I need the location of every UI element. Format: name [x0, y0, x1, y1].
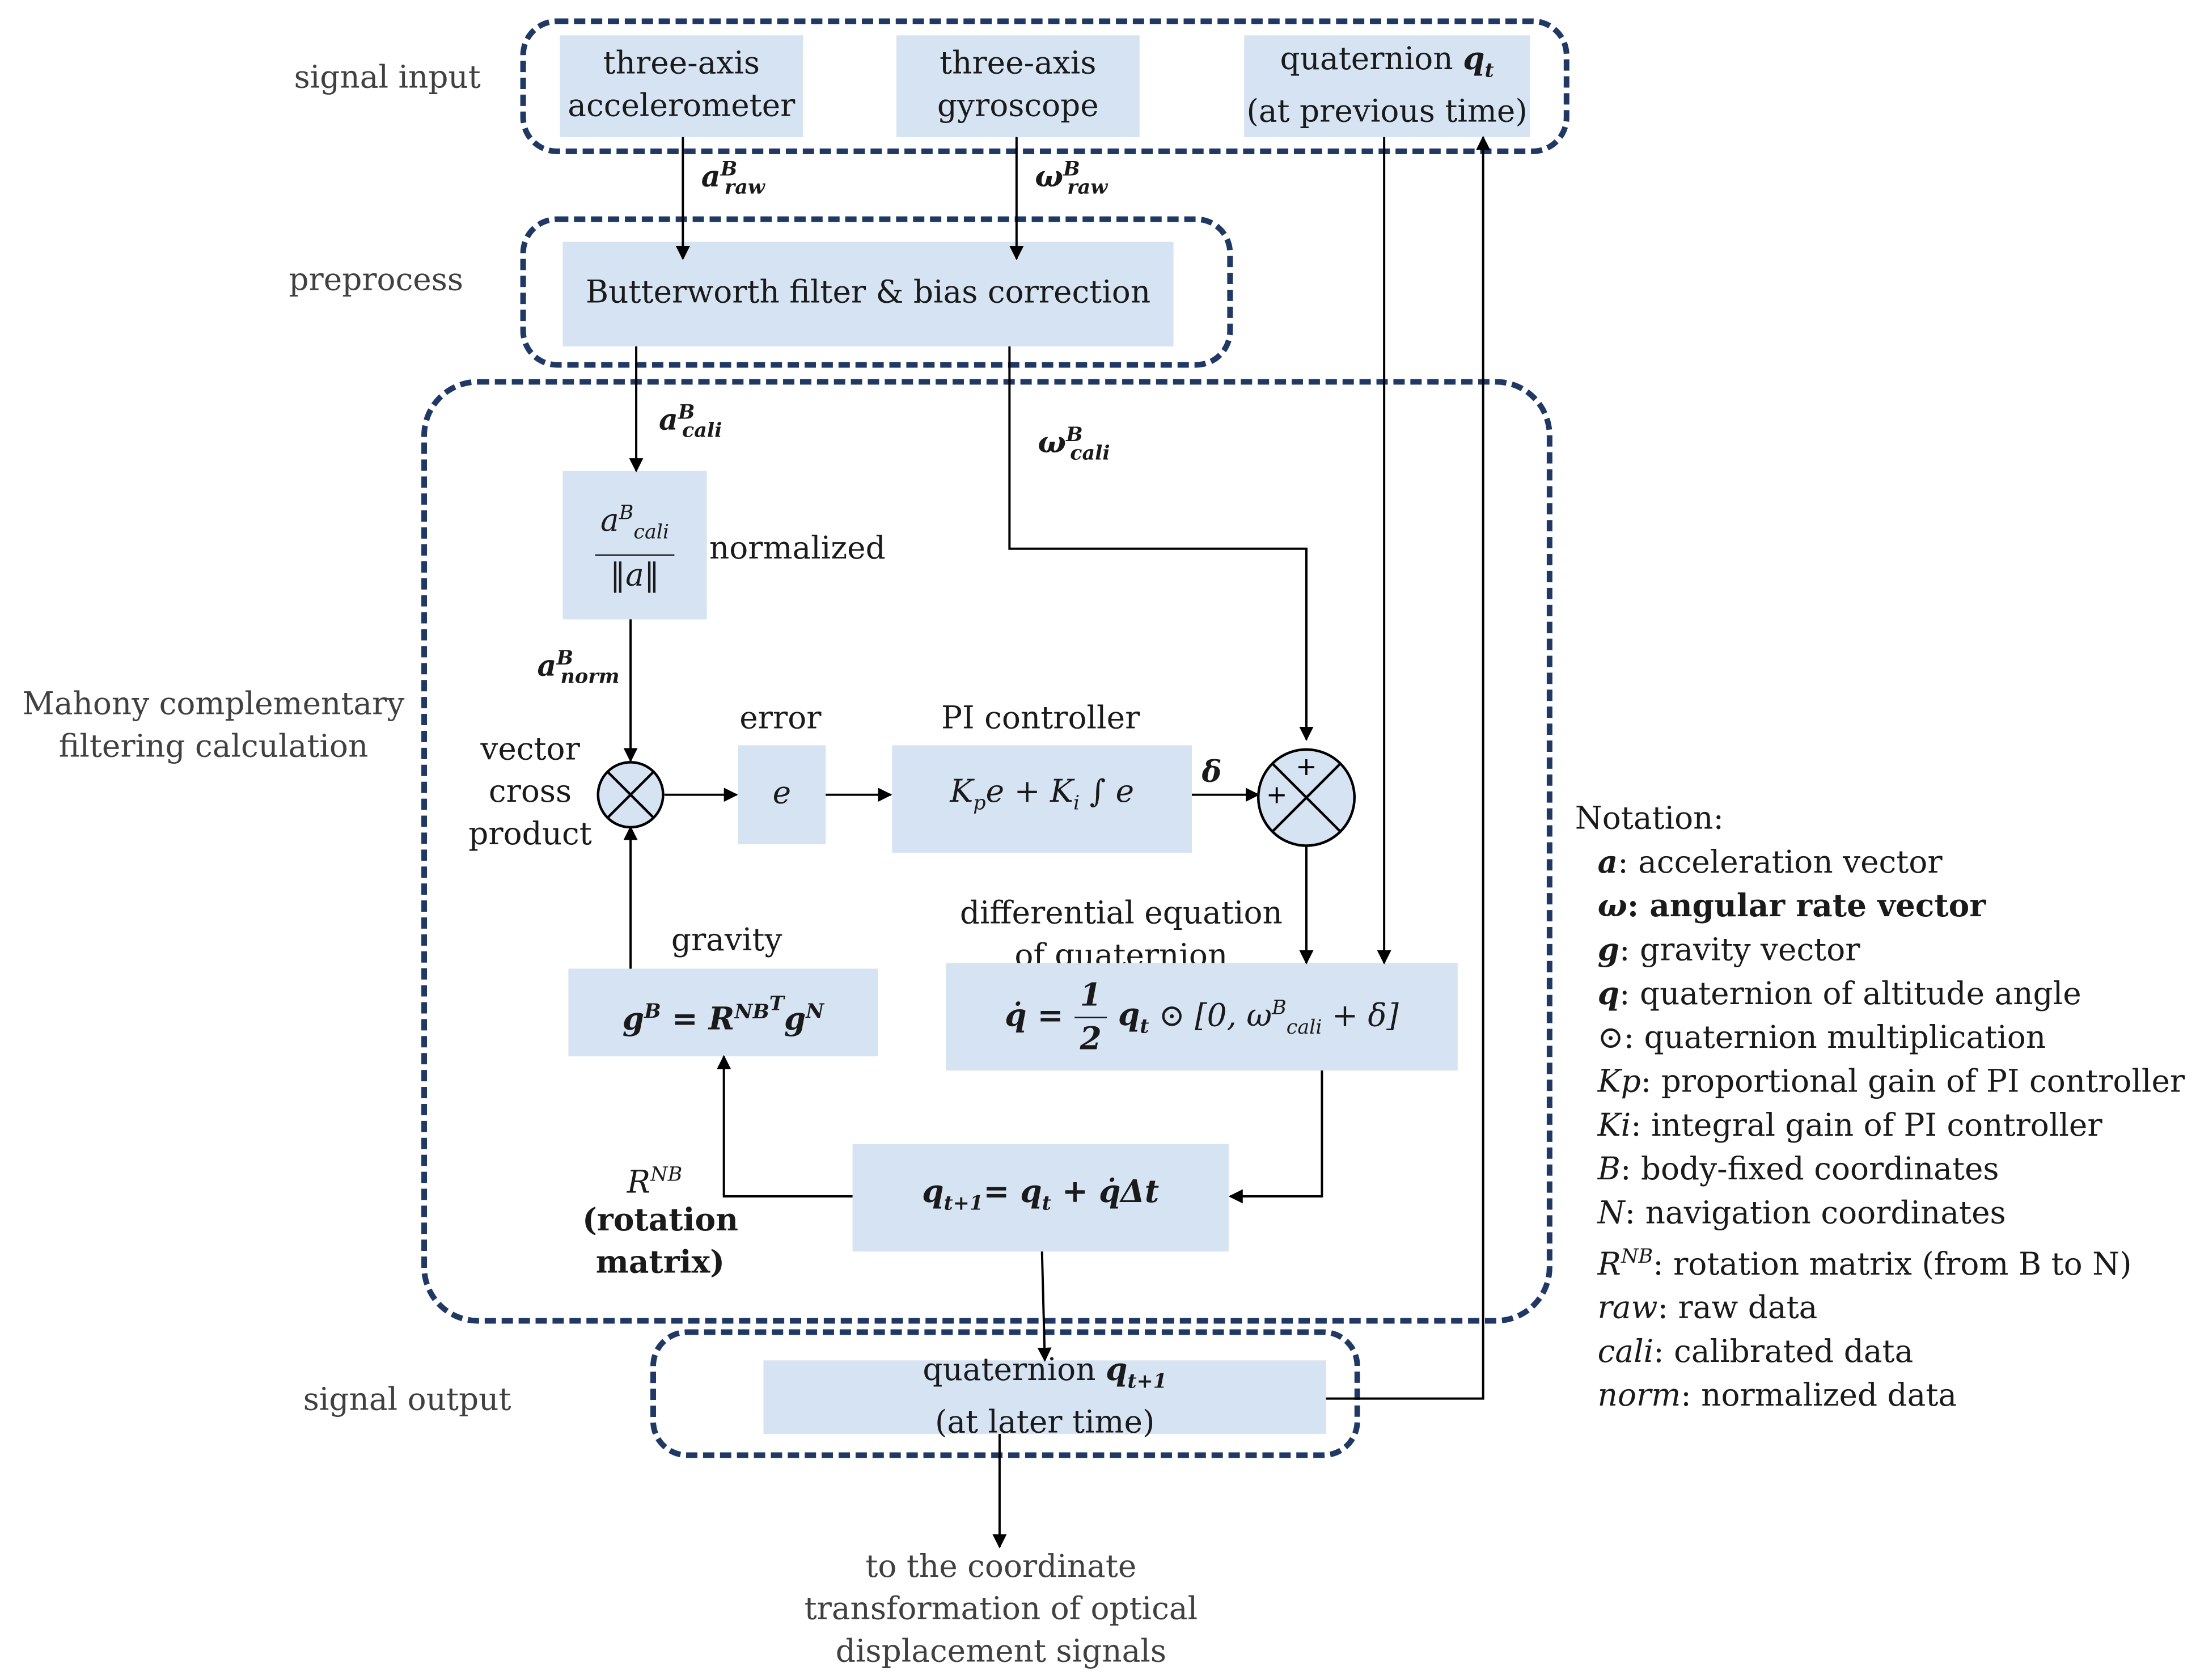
summing-node [1256, 748, 1356, 847]
notation-text: : acceleration vector [1618, 845, 1943, 881]
notation-item: q: quaternion of altitude angle [1575, 973, 2185, 1017]
error-box: e [738, 745, 826, 844]
quaternion-next-label: quaternion qt+1 [923, 1351, 1167, 1394]
notation-symbol: ⊙ [1597, 1021, 1624, 1057]
w-raw-signal-label: ωBraw [1035, 158, 1108, 200]
quaternion-next-box: quaternion qt+1 (at later time) [763, 1352, 1326, 1441]
signal-output-stage-label: signal output [303, 1383, 511, 1419]
notation-symbol: q [1597, 975, 1620, 1013]
notation-item: raw: raw data [1575, 1287, 2185, 1331]
notation-item: N: navigation coordinates [1575, 1192, 2185, 1236]
arrow-diffeq-to-update [1228, 1070, 1323, 1204]
notation-symbol: cali [1597, 1335, 1654, 1371]
rotation-matrix-symbol: RNB [627, 1163, 683, 1201]
notation-item: B: body-fixed coordinates [1575, 1148, 2185, 1192]
signal-input-stage-label: signal input [294, 61, 481, 96]
notation-symbol: ω [1597, 888, 1627, 925]
notation-symbol: Ki [1597, 1108, 1631, 1144]
notation-item: ⊙: quaternion multiplication [1575, 1017, 2185, 1060]
quaternion-prev-note: (at previous time) [1246, 95, 1528, 130]
normalized-label: normalized [709, 531, 886, 568]
notation-symbol: Kp [1597, 1065, 1641, 1101]
notation-item: a: acceleration vector [1575, 841, 2185, 885]
signal-output-region [650, 1329, 1360, 1458]
notation-text: : body-fixed coordinates [1620, 1152, 1999, 1188]
arrow-output-feedback [1326, 136, 1491, 1400]
cross-product-label: vector cross product [468, 732, 592, 853]
quaternion-prev-label: quaternion qt [1280, 40, 1494, 83]
arrow-update-to-gravity [717, 1055, 853, 1198]
notation-symbol: raw [1597, 1291, 1658, 1327]
notation-text: : angular rate vector [1627, 888, 1986, 925]
delta-signal-label: δ [1201, 754, 1222, 789]
notation-text: : integral gain of PI controller [1631, 1108, 2102, 1144]
preprocess-region [520, 216, 1233, 368]
pi-controller-equation: Kpe + Ki ∫ e [950, 775, 1135, 816]
arrow-update-to-output [1037, 1251, 1052, 1362]
cross-product-node [596, 761, 665, 829]
w-cali-signal-label: ωBcali [1038, 424, 1110, 466]
accelerometer-box: three-axis accelerometer [560, 35, 803, 137]
quaternion-update-box: qt+1= qt + q̇Δt [852, 1144, 1229, 1252]
notation-text: : normalized data [1681, 1379, 1957, 1415]
normalization-fraction: aBcali ‖a‖ [595, 492, 675, 598]
preprocess-stage-label: preprocess [289, 263, 464, 299]
notation-text: : raw data [1657, 1291, 1818, 1327]
notation-symbol: a [1597, 844, 1618, 881]
arrow-filter-to-sum [1008, 346, 1314, 741]
notation-symbol: g [1597, 932, 1620, 969]
notation-item: Ki: integral gain of PI controller [1575, 1105, 2185, 1148]
notation-item: RNB: rotation matrix (from B to N) [1597, 1246, 2132, 1283]
error-symbol: e [772, 776, 792, 812]
notation-text: : navigation coordinates [1624, 1196, 2006, 1232]
notation-item: g: gravity vector [1575, 929, 2185, 973]
pi-controller-label: PI controller [941, 701, 1140, 737]
butterworth-label: Butterworth filter & bias correction [585, 276, 1151, 311]
notation-symbol: norm [1597, 1379, 1681, 1415]
butterworth-box: Butterworth filter & bias correction [562, 242, 1174, 347]
error-label: error [739, 701, 822, 737]
notation-item: norm: normalized data [1575, 1375, 2185, 1419]
notation-text: : calibrated data [1653, 1335, 1914, 1371]
notation-text: : rotation matrix (from B to N) [1653, 1247, 2132, 1283]
notation-symbol: N [1597, 1196, 1625, 1232]
notation-symbol: R [1597, 1247, 1621, 1283]
notation-item: Kp: proportional gain of PI controller [1575, 1061, 2185, 1105]
sum-plus-left: + [1266, 780, 1288, 810]
notation-text: : quaternion of altitude angle [1619, 977, 2081, 1013]
signal-input-region [520, 18, 1569, 154]
gravity-label: gravity [671, 923, 782, 959]
notation-text: : quaternion multiplication [1623, 1021, 2046, 1057]
a-cali-signal-label: aBcali [658, 401, 722, 443]
quaternion-next-note: (at later time) [934, 1406, 1155, 1441]
notation-symbol: B [1597, 1152, 1621, 1188]
quaternion-prev-box: quaternion qt (at previous time) [1244, 35, 1530, 137]
rotation-matrix-label: (rotation matrix) [582, 1201, 738, 1281]
destination-label: to the coordinate transformation of opti… [804, 1550, 1198, 1670]
notation-item: ω: angular rate vector [1575, 885, 2185, 929]
normalization-box: aBcali ‖a‖ [562, 471, 707, 620]
pi-controller-box: Kpe + Ki ∫ e [892, 745, 1192, 853]
notation-text: : gravity vector [1619, 933, 1860, 969]
a-norm-signal-label: aBnorm [537, 648, 620, 689]
mahony-region [421, 379, 1552, 1324]
quaternion-update-equation: qt+1= qt + q̇Δt [922, 1173, 1160, 1215]
notation-item: cali: calibrated data [1575, 1331, 2185, 1375]
accelerometer-label: three-axis accelerometer [568, 46, 796, 125]
notation-text: : proportional gain of PI controller [1640, 1065, 2185, 1101]
gyroscope-box: three-axis gyroscope [896, 35, 1140, 137]
mahony-stage-label: Mahony complementary filtering calculati… [22, 687, 405, 765]
notation-title: Notation: [1575, 802, 1724, 837]
gravity-equation: gB = RNBTgN [622, 992, 824, 1038]
a-raw-signal-label: aBraw [701, 158, 765, 200]
sum-plus-top: + [1296, 751, 1317, 781]
gravity-box: gB = RNBTgN [568, 968, 878, 1057]
gyroscope-label: three-axis gyroscope [937, 46, 1099, 125]
